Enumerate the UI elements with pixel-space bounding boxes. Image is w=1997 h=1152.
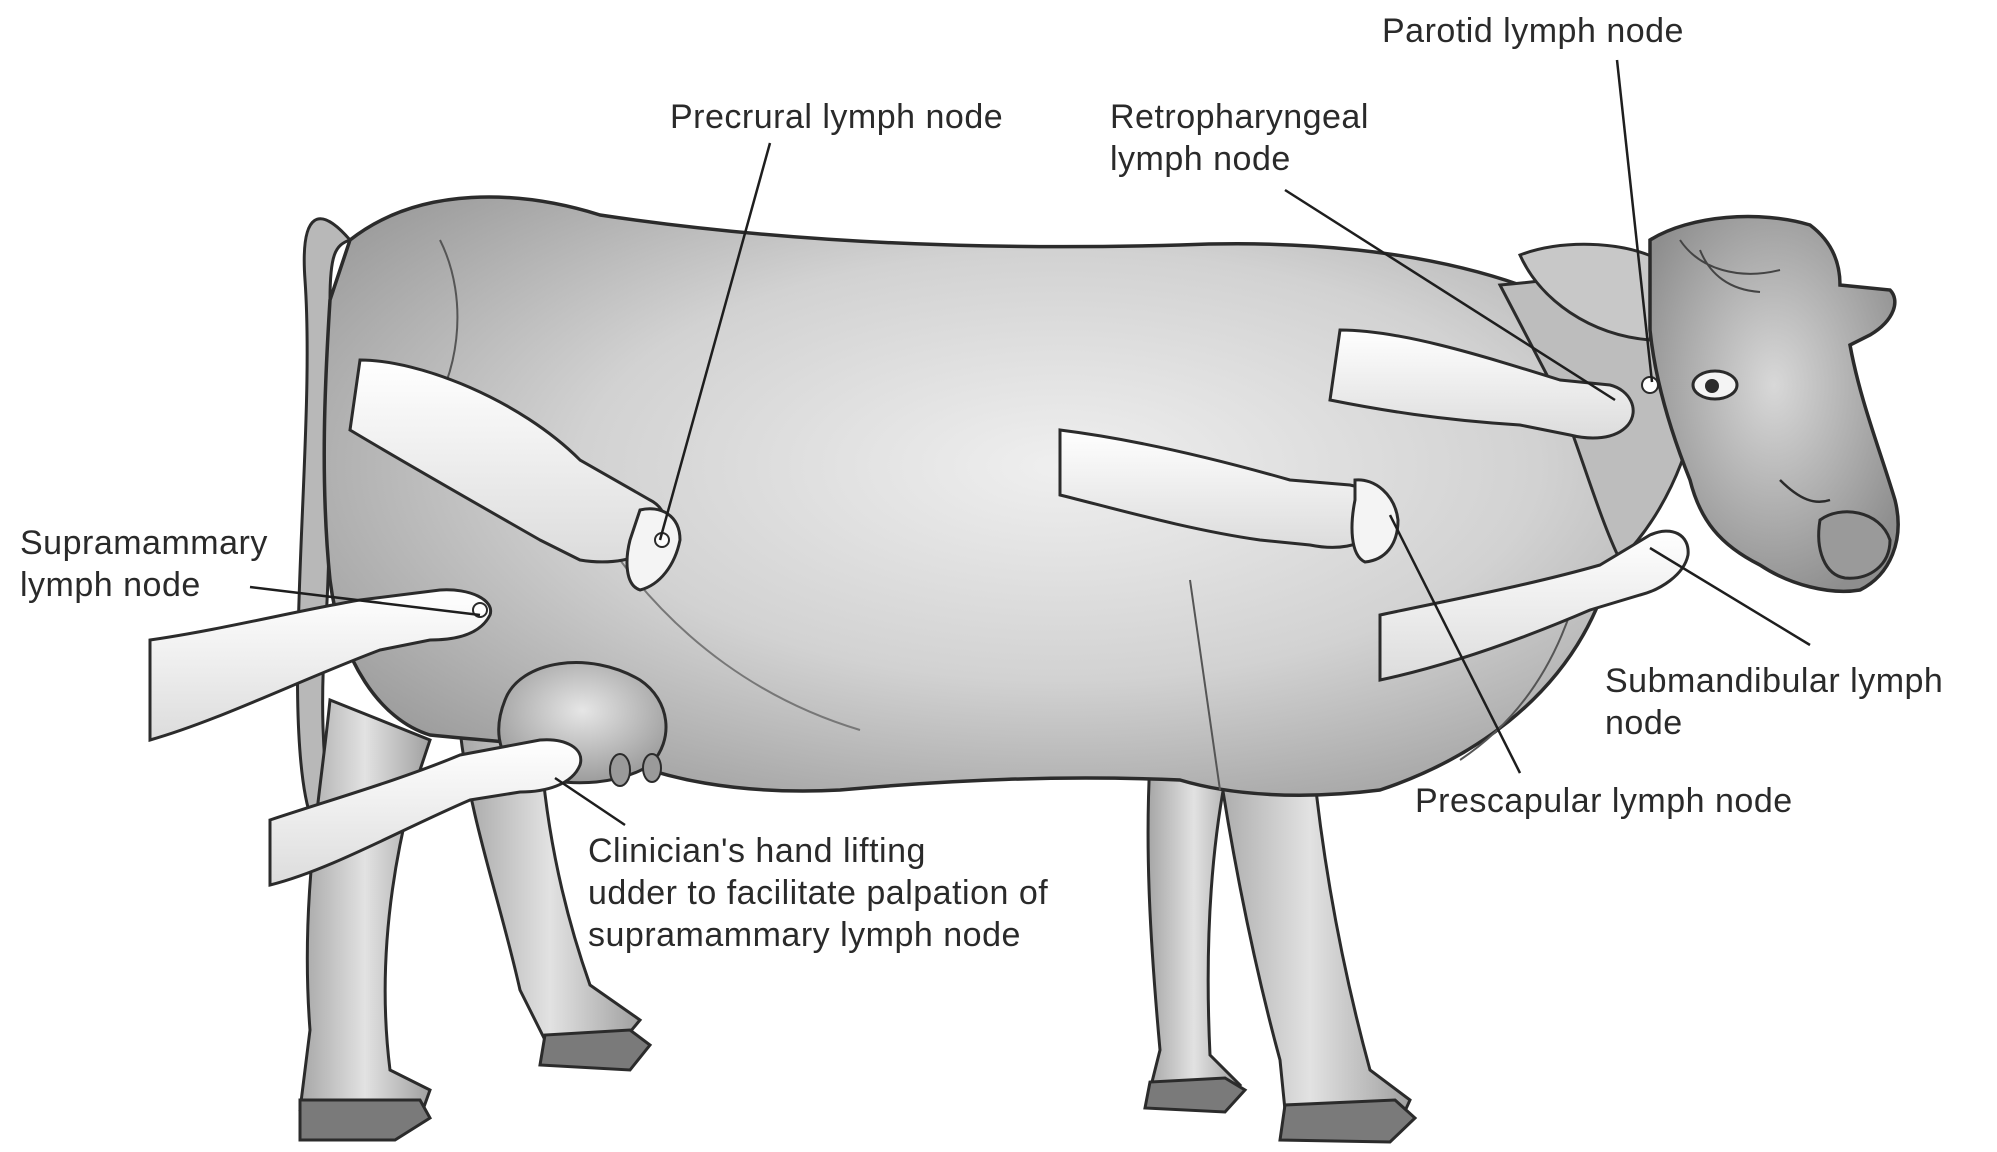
label-parotid: Parotid lymph node (1382, 10, 1684, 52)
cow-muzzle (1819, 512, 1890, 578)
hoof-hind-far (540, 1030, 650, 1070)
label-supramammary-line-2: lymph node (20, 564, 268, 606)
cow-eye-pupil (1705, 379, 1719, 393)
hoof-front-far (1145, 1078, 1245, 1112)
parotid-node-marker (1642, 377, 1658, 393)
label-clinician-line-1: Clinician's hand lifting (588, 830, 1048, 872)
leader-clinician (555, 778, 625, 825)
udder-teat (610, 754, 630, 786)
label-prescapular: Prescapular lymph node (1415, 780, 1793, 822)
label-submandibular: Submandibular lymph node (1605, 660, 1943, 744)
hoof-hind-near (300, 1100, 430, 1140)
label-prescapular-text: Prescapular lymph node (1415, 780, 1793, 822)
udder-teat (643, 754, 661, 782)
label-clinician-line-3: supramammary lymph node (588, 914, 1048, 956)
label-retropharyngeal-line-1: Retropharyngeal (1110, 96, 1369, 138)
label-precrural-text: Precrural lymph node (670, 96, 1003, 138)
label-submandibular-line-1: Submandibular lymph (1605, 660, 1943, 702)
label-retropharyngeal-line-2: lymph node (1110, 138, 1369, 180)
label-parotid-text: Parotid lymph node (1382, 10, 1684, 52)
label-supramammary-line-1: Supramammary (20, 522, 268, 564)
label-submandibular-line-2: node (1605, 702, 1943, 744)
label-retropharyngeal: Retropharyngeal lymph node (1110, 96, 1369, 180)
label-supramammary: Supramammary lymph node (20, 522, 268, 606)
label-clinician: Clinician's hand lifting udder to facili… (588, 830, 1048, 956)
label-clinician-line-2: udder to facilitate palpation of (588, 872, 1048, 914)
hoof-front-near (1280, 1100, 1415, 1142)
label-precrural: Precrural lymph node (670, 96, 1003, 138)
